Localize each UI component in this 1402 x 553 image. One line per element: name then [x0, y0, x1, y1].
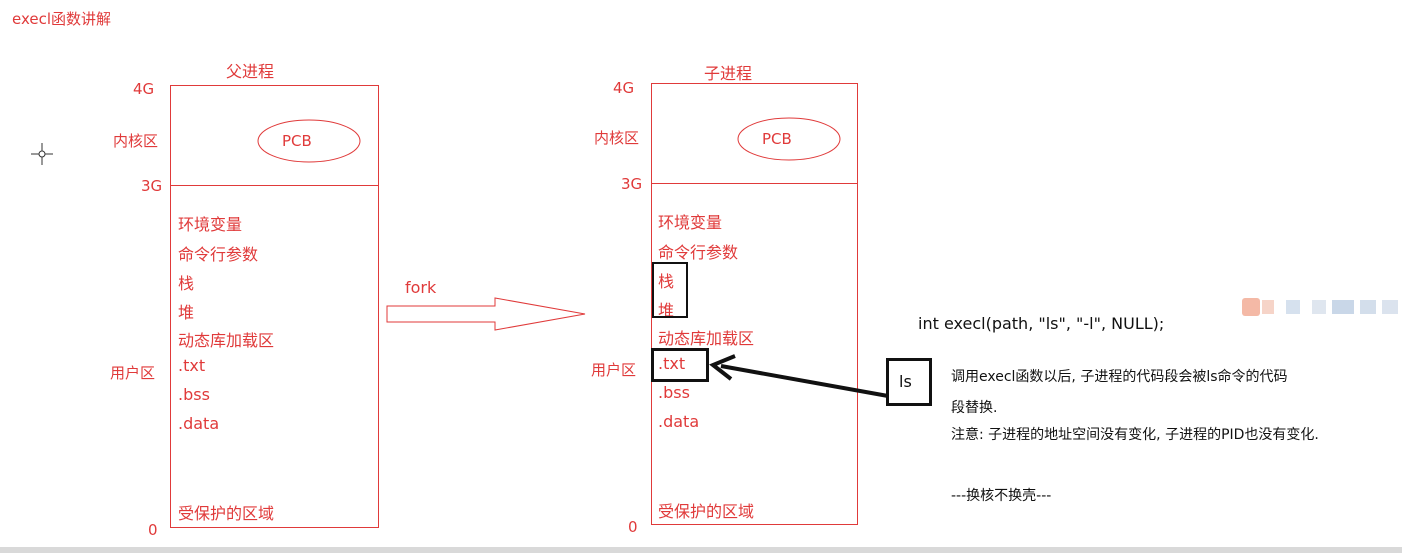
- child-mark-0: 0: [628, 518, 638, 536]
- child-mark-4g: 4G: [613, 79, 635, 97]
- parent-segment-args: 命令行参数: [178, 245, 259, 264]
- stack-heap-highlight-box: [652, 262, 688, 318]
- crosshair-cursor-icon: [31, 143, 53, 165]
- parent-address-space-box: [170, 85, 379, 528]
- child-segment-dynlib: 动态库加载区: [658, 329, 755, 348]
- ls-command-label: ls: [899, 372, 912, 391]
- parent-segment-stack: 栈: [178, 274, 195, 293]
- ls-command-box: [886, 358, 932, 406]
- child-segment-stack: 栈: [658, 272, 675, 291]
- parent-segment-data: .data: [178, 414, 220, 433]
- note-line-3: 注意: 子进程的地址空间没有变化, 子进程的PID也没有变化.: [951, 427, 1319, 443]
- parent-pcb-label: PCB: [282, 132, 312, 150]
- parent-segment-bss: .bss: [178, 385, 210, 404]
- child-pcb-ellipse: [737, 117, 841, 161]
- child-protected-area: 受保护的区域: [658, 502, 755, 521]
- parent-mark-0: 0: [148, 521, 158, 539]
- child-kernel-label: 内核区: [594, 129, 640, 147]
- child-user-label: 用户区: [591, 361, 637, 379]
- parent-pcb-ellipse: [257, 119, 361, 163]
- child-segment-env: 环境变量: [658, 213, 723, 232]
- parent-mark-4g: 4G: [133, 80, 155, 98]
- parent-segment-heap: 堆: [178, 303, 195, 322]
- note-line-1: 调用execl函数以后, 子进程的代码段会被ls命令的代码: [951, 369, 1288, 385]
- parent-segment-txt: .txt: [178, 356, 206, 375]
- execl-signature: int execl(path, "ls", "-l", NULL);: [918, 314, 1165, 333]
- txt-highlight-box: [651, 348, 709, 382]
- note-line-2: 段替换.: [951, 400, 998, 416]
- child-segment-heap: 堆: [658, 301, 675, 320]
- parent-divider: [170, 185, 379, 186]
- parent-kernel-label: 内核区: [113, 132, 159, 150]
- note-line-4: ---换核不换壳---: [951, 488, 1052, 504]
- parent-segment-dynlib: 动态库加载区: [178, 331, 275, 350]
- page-title: execl函数讲解: [12, 10, 112, 28]
- parent-segment-env: 环境变量: [178, 215, 243, 234]
- child-segment-txt: .txt: [658, 354, 686, 373]
- child-pcb-label: PCB: [762, 130, 792, 148]
- fork-arrow-icon: [386, 297, 586, 331]
- blurred-watermark: [1242, 296, 1402, 318]
- bottom-scroll-strip: [0, 547, 1402, 553]
- child-segment-args: 命令行参数: [658, 243, 739, 262]
- child-heading: 子进程: [704, 64, 753, 83]
- child-mark-3g: 3G: [621, 175, 643, 193]
- parent-heading: 父进程: [226, 62, 275, 81]
- child-segment-bss: .bss: [658, 383, 690, 402]
- parent-user-label: 用户区: [110, 364, 156, 382]
- fork-label: fork: [405, 278, 437, 297]
- parent-mark-3g: 3G: [141, 177, 163, 195]
- child-address-space-box: [651, 83, 858, 525]
- parent-protected-area: 受保护的区域: [178, 504, 275, 523]
- child-segment-data: .data: [658, 412, 700, 431]
- child-divider: [651, 183, 858, 184]
- replace-arrow-icon: [709, 354, 889, 398]
